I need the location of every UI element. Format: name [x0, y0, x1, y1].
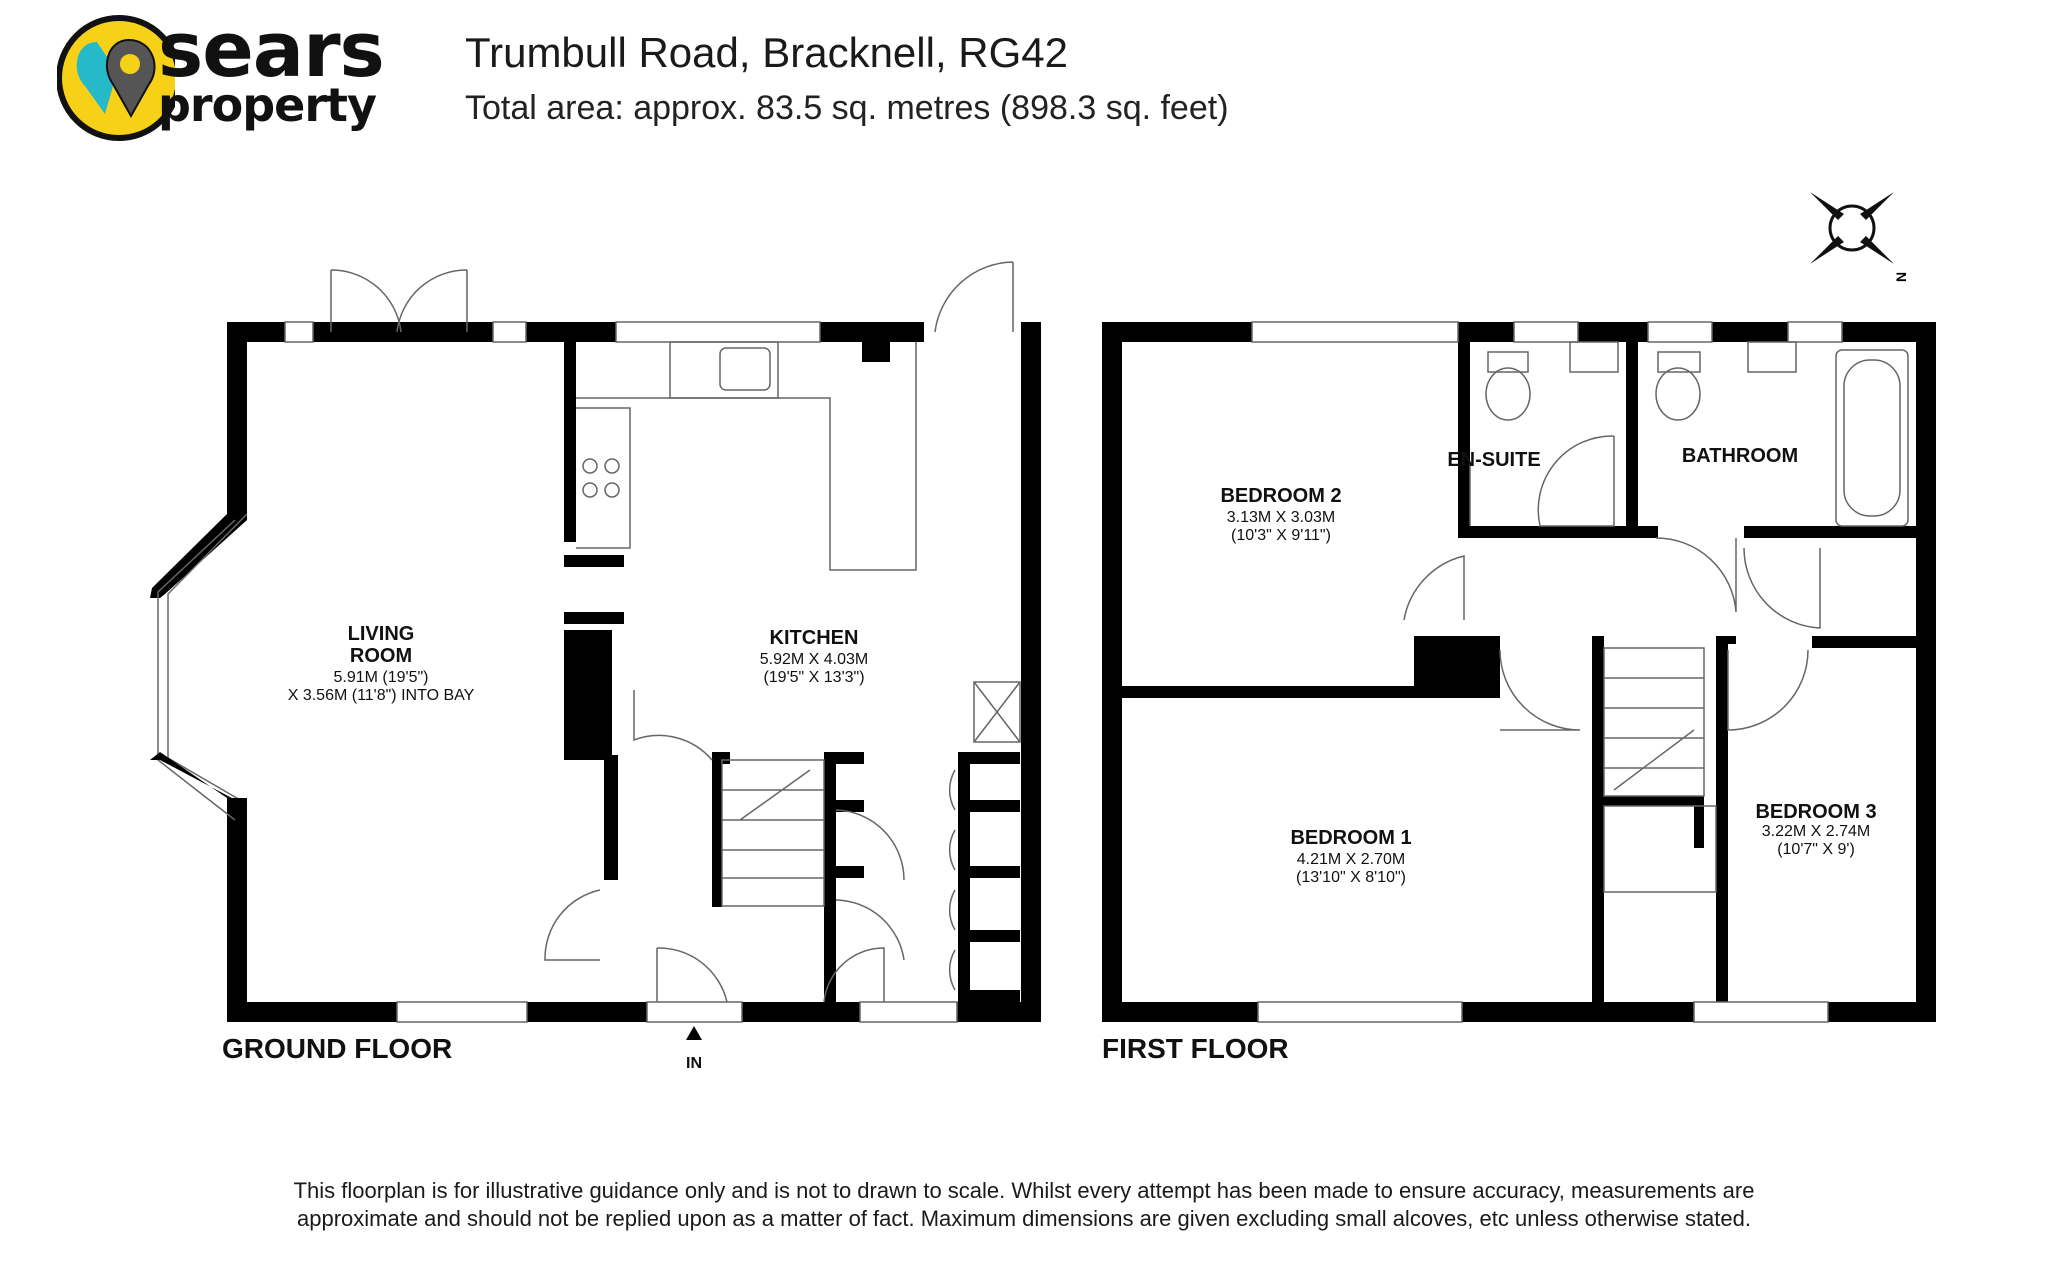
- compass-icon: [1810, 192, 1894, 264]
- disclaimer-line-2: approximate and should not be replied up…: [297, 1206, 1751, 1231]
- disclaimer-line-1: This floorplan is for illustrative guida…: [293, 1178, 1755, 1203]
- property-address: Trumbull Road, Bracknell, RG42: [465, 29, 1069, 76]
- bedroom2-dim-1: 3.13M X 3.03M: [1227, 509, 1336, 526]
- compass-north-label: N: [1893, 272, 1909, 282]
- ensuite-name: EN-SUITE: [1447, 449, 1540, 471]
- location-pin-icon: [57, 15, 175, 141]
- bedroom2-name: BEDROOM 2: [1220, 485, 1341, 507]
- entrance-label: IN: [686, 1055, 702, 1072]
- bedroom3-dim-1: 3.22M X 2.74M: [1762, 823, 1871, 840]
- brand-wordmark-sears: sears: [158, 5, 385, 94]
- ground-floor-plan: [150, 261, 1041, 1040]
- bedroom1-dim-2: (13'10" X 8'10"): [1296, 869, 1406, 886]
- bedroom2-dim-2: (10'3" X 9'11"): [1231, 527, 1331, 544]
- ground-floor-label: GROUND FLOOR: [222, 1033, 452, 1064]
- first-floor-plan: [1102, 321, 1936, 1023]
- disclaimer: This floorplan is for illustrative guida…: [0, 1177, 2048, 1233]
- kitchen-dim-2: (19'5" X 13'3"): [763, 669, 864, 686]
- bedroom1-name: BEDROOM 1: [1290, 827, 1411, 849]
- kitchen-dim-1: 5.92M X 4.03M: [760, 651, 869, 668]
- brand-wordmark-property: property: [158, 78, 377, 132]
- living-room-name-1: LIVING: [348, 623, 415, 645]
- living-room-name-2: ROOM: [350, 645, 412, 667]
- bathroom-name: BATHROOM: [1682, 445, 1798, 467]
- bedroom3-dim-2: (10'7" X 9'): [1777, 841, 1855, 858]
- kitchen-name: KITCHEN: [770, 627, 859, 649]
- bedroom1-dim-1: 4.21M X 2.70M: [1297, 851, 1406, 868]
- living-room-dim-1: 5.91M (19'5"): [334, 669, 429, 686]
- first-floor-label: FIRST FLOOR: [1102, 1033, 1289, 1064]
- bedroom3-name: BEDROOM 3: [1755, 801, 1876, 823]
- total-area: Total area: approx. 83.5 sq. metres (898…: [465, 89, 1229, 127]
- living-room-dim-2: X 3.56M (11'8") INTO BAY: [288, 687, 475, 704]
